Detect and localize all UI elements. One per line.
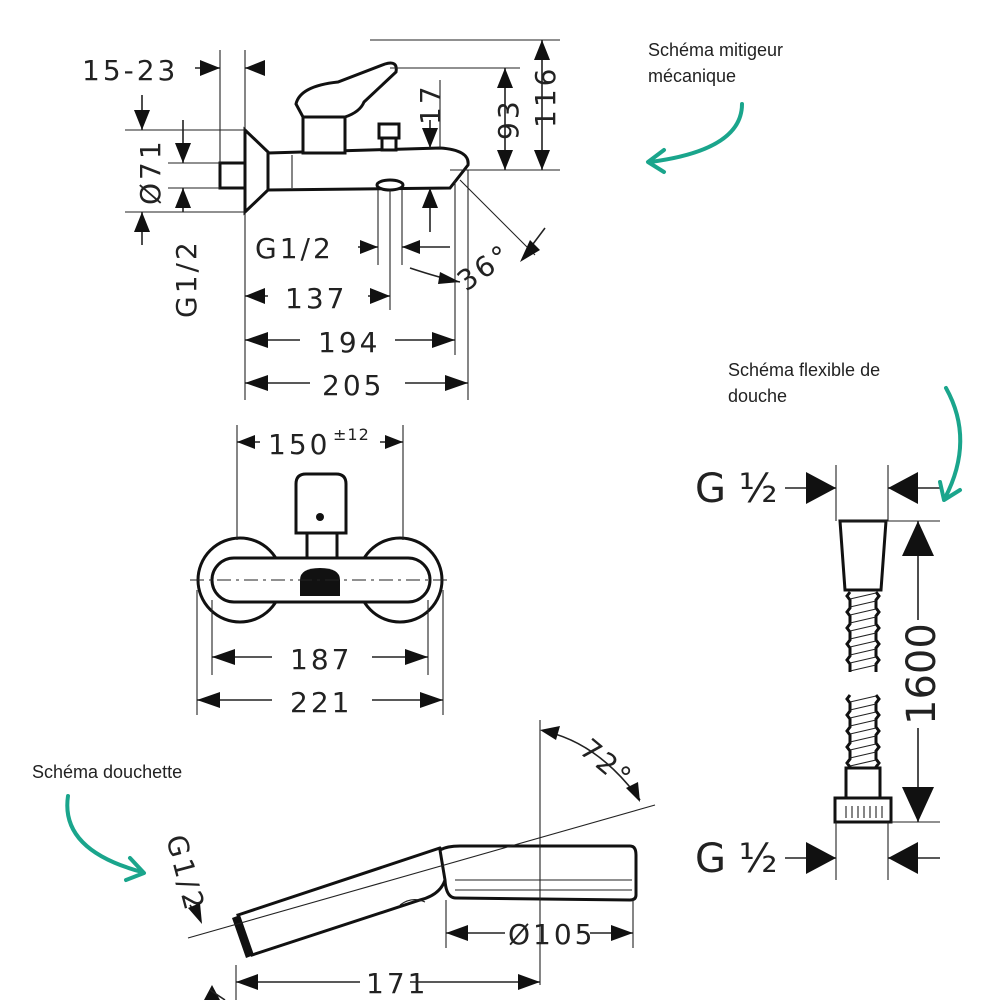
- note-hose-line1: Schéma flexible de: [728, 360, 880, 380]
- dim-221: 221: [290, 686, 352, 719]
- hose-ridge: [849, 600, 877, 608]
- hose-ridge: [849, 608, 877, 616]
- dim-205: 205: [322, 369, 384, 402]
- dim-g-bottom: G ½: [695, 836, 777, 882]
- dim-137: 137: [285, 282, 347, 315]
- hose-ridge: [849, 640, 877, 648]
- hose-edge: [874, 591, 881, 672]
- hand-shower: 72° G1/2 Ø105 171: [159, 720, 656, 1000]
- hose-ridge: [849, 759, 877, 767]
- hose-ridge: [849, 743, 877, 751]
- note-hose-line2: douche: [728, 386, 787, 406]
- hose-ridge: [849, 592, 877, 600]
- dim-71: Ø71: [134, 138, 167, 205]
- note-handshower: Schéma douchette: [32, 762, 182, 882]
- dim-36: 36°: [451, 237, 518, 298]
- hose-ridge: [849, 751, 877, 759]
- hose-edge: [845, 694, 852, 775]
- dim-194: 194: [318, 326, 380, 359]
- hose-corrugation: [845, 591, 881, 672]
- shower-hose: G ½ G ½ 1600: [695, 465, 945, 882]
- dim-150-tol: ±12: [333, 425, 370, 444]
- dim-17: 17: [414, 83, 447, 125]
- note-mixer-line2: mécanique: [648, 66, 736, 86]
- dim-15-23: 15-23: [82, 54, 178, 87]
- hose-ridge: [849, 711, 877, 719]
- hose-ridge: [849, 624, 877, 632]
- teal-arrow-mixer: [648, 102, 744, 164]
- hose-ridge: [849, 719, 877, 727]
- dim-1600: 1600: [899, 623, 945, 725]
- hose-ridge: [849, 703, 877, 711]
- hose-corrugation: [845, 694, 881, 775]
- hose-ridge: [849, 695, 877, 703]
- hose-ridge: [849, 632, 877, 640]
- dim-116: 116: [529, 66, 562, 128]
- hose-ridge: [849, 656, 877, 664]
- hose-edge: [874, 694, 881, 775]
- note-mixer: Schéma mitigeur mécanique: [646, 40, 783, 174]
- dim-g12-inlet: G1/2: [170, 239, 203, 318]
- note-hose: Schéma flexible de douche: [728, 360, 963, 502]
- note-mixer-line1: Schéma mitigeur: [648, 40, 783, 60]
- hose-ridge: [849, 664, 877, 672]
- mixer-front-view: 150 ±12 187 221: [190, 425, 450, 719]
- teal-arrow-hose: [943, 386, 963, 500]
- mixer-side-view: 15-23 Ø71 G1/2 17 93 116: [82, 39, 562, 402]
- hose-ridge: [849, 648, 877, 656]
- dim-171: 171: [366, 967, 428, 1000]
- hose-edge: [845, 591, 852, 672]
- dim-93: 93: [492, 98, 525, 140]
- dim-g12-outlet: G1/2: [255, 232, 334, 265]
- teal-arrow-handshower: [65, 794, 144, 874]
- hose-ridge: [849, 727, 877, 735]
- hose-ridge: [849, 735, 877, 743]
- dim-g-top: G ½: [695, 466, 777, 512]
- note-handshower-line1: Schéma douchette: [32, 762, 182, 782]
- dim-105: Ø105: [508, 918, 595, 951]
- dim-187: 187: [290, 643, 352, 676]
- dim-150: 150: [268, 428, 330, 461]
- nut-knurling: [845, 806, 883, 818]
- hose-ridge: [849, 616, 877, 624]
- dim-g12-handshower: G1/2: [159, 831, 211, 916]
